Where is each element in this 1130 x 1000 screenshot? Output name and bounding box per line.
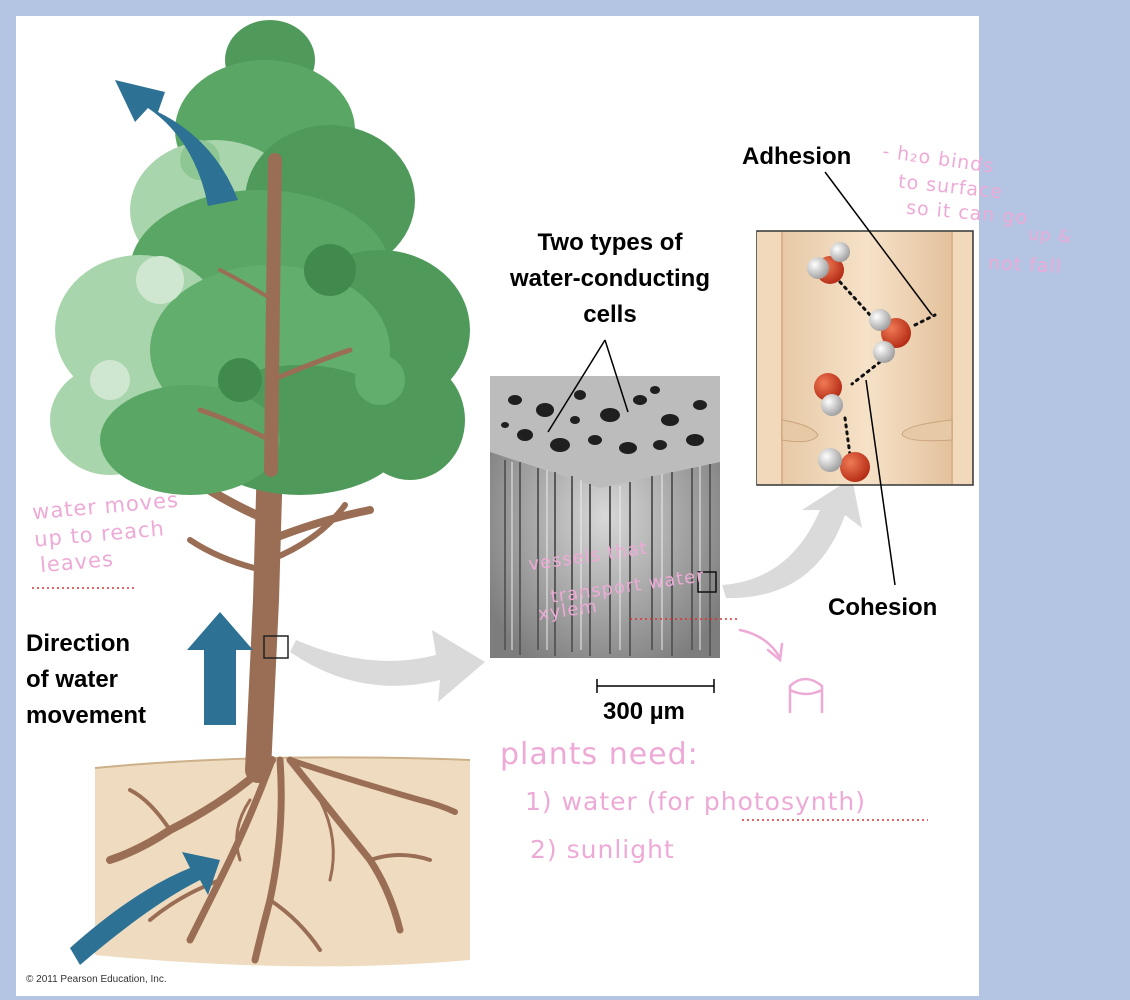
vessel-cross-section xyxy=(756,230,974,486)
leaves-exit-arrow xyxy=(115,80,238,206)
cell-types-label-line-3: cells xyxy=(583,301,637,328)
adhesion-leader-line xyxy=(824,171,933,316)
direction-label-line-2: of water xyxy=(26,666,119,693)
water-molecule xyxy=(818,448,870,482)
to-micrograph-arrow xyxy=(290,630,485,702)
upward-arrow xyxy=(187,612,253,725)
handwritten-arrow xyxy=(738,628,784,663)
scale-bar xyxy=(596,679,715,693)
tree-roots xyxy=(106,756,458,964)
spellcheck-underline xyxy=(32,587,928,821)
adhesion-label: Adhesion xyxy=(742,143,852,170)
cell-types-label-line-2: water-conducting xyxy=(509,265,710,292)
xylem-micrograph xyxy=(490,376,720,658)
copyright-notice: © 2011 Pearson Education, Inc. xyxy=(26,974,167,985)
canopy-branches xyxy=(197,153,353,477)
direction-label-line-3: movement xyxy=(26,702,147,729)
roots-entry-arrow xyxy=(70,852,220,965)
trunk-sample-box xyxy=(263,635,289,659)
cohesion-leader-line xyxy=(865,379,896,586)
cell-types-label-line-1: Two types of xyxy=(537,229,683,256)
cohesion-label: Cohesion xyxy=(828,594,938,621)
micrograph-sample-box xyxy=(697,571,717,593)
water-molecule xyxy=(869,309,911,363)
water-molecule xyxy=(807,242,850,284)
note-need-water: 1) water (for photosynth) xyxy=(525,787,867,816)
note-plants-need: plants need: xyxy=(500,737,699,772)
note-adhesion-line-4: up & xyxy=(1027,224,1073,248)
scale-bar-label: 300 µm xyxy=(603,698,685,725)
cell-pointer-line xyxy=(604,339,629,413)
hydrogen-bonds xyxy=(838,280,937,457)
water-molecule xyxy=(814,373,843,416)
tree-canopy xyxy=(50,20,470,495)
note-adhesion-line-5: not fall xyxy=(987,252,1063,278)
to-molecule-arrow xyxy=(722,478,862,599)
note-need-sunlight: 2) sunlight xyxy=(530,835,675,864)
cell-pointer-line xyxy=(547,339,606,433)
direction-label-line-1: Direction xyxy=(26,630,131,657)
handwritten-cylinder-sketch xyxy=(788,677,824,714)
